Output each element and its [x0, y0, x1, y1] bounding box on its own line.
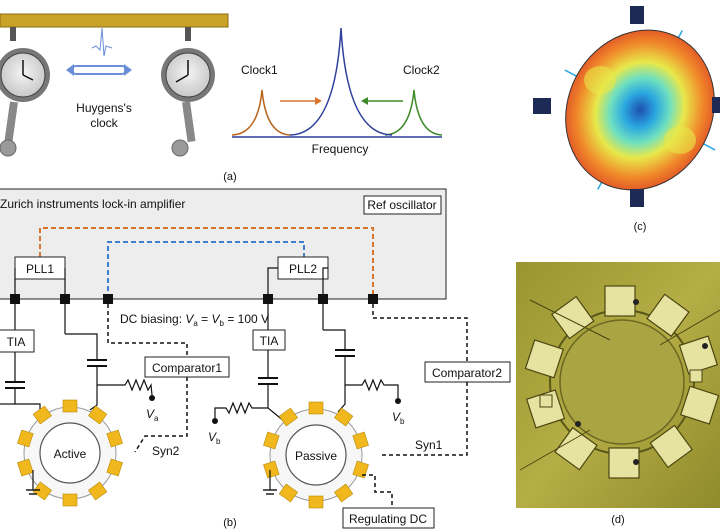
spectrum-plot: [231, 27, 443, 138]
tia-right-box: [252, 329, 286, 351]
comparator1-label: Comparator1: [152, 361, 222, 375]
port-6: [368, 294, 378, 304]
port-1: [10, 294, 20, 304]
dc-biasing-label: DC biasing: Va = Vb = 100 V: [120, 312, 269, 328]
clock1-label: Clock1: [241, 63, 278, 77]
coupling-icon: [66, 27, 132, 76]
comparator1-wire: [107, 304, 188, 357]
port-3: [103, 294, 113, 304]
instrument-title: Zurich instruments lock-in amplifier: [0, 197, 185, 211]
regulating-dc-box: [342, 507, 435, 529]
syn1-label: Syn1: [415, 438, 443, 452]
ref-oscillator-box: [363, 195, 442, 215]
regulating-dc-label: Regulating DC: [349, 512, 427, 526]
ref-line-orange: [39, 227, 374, 299]
huygens-label-2: clock: [90, 116, 118, 130]
huygens-clock-right: [161, 27, 215, 157]
resistor-vb-right: [345, 378, 399, 398]
resistor-vb-left: [214, 401, 268, 418]
vb-right-label: Vb: [392, 410, 405, 426]
ref-line-blue: [107, 241, 305, 299]
syn1-wire: [380, 382, 468, 456]
caption-c: (c): [634, 221, 647, 233]
resistor-va: [97, 378, 153, 396]
clock2-label: Clock2: [403, 63, 440, 77]
ref-oscillator-label: Ref oscillator: [367, 198, 436, 212]
caption-d: (d): [611, 514, 624, 526]
syn2-label: Syn2: [152, 444, 180, 458]
comparator2-wire: [372, 304, 468, 362]
active-label: Active: [54, 447, 87, 461]
regulating-dc-wire: [362, 474, 393, 508]
anchor-right: [712, 97, 720, 113]
panel-c: (c): [533, 6, 720, 233]
va-label: Va: [146, 407, 159, 423]
anchor-bottom: [630, 189, 644, 207]
panel-a: Huygens's clock Clock1 Clock2 Frequency …: [0, 13, 443, 183]
passive-resonator: [263, 401, 369, 509]
port-5: [318, 294, 328, 304]
pll2-label: PLL2: [289, 262, 317, 276]
tia-right-label: TIA: [260, 334, 279, 348]
huygens-label: Huygens's: [76, 101, 132, 115]
caption-b: (b): [223, 517, 236, 529]
anchor-top: [630, 6, 644, 24]
tia-left-box: [0, 329, 35, 353]
pendulum-bar: [0, 13, 229, 28]
panel-d: (d): [516, 262, 720, 526]
frequency-label: Frequency: [312, 142, 369, 156]
vb-left-label: Vb: [208, 430, 221, 446]
mode-shape: [565, 29, 715, 191]
active-resonator: [17, 399, 123, 507]
comparator2-label: Comparator2: [432, 366, 502, 380]
tia-left-label: TIA: [7, 335, 26, 349]
panel-b: Zurich instruments lock-in amplifier Ref…: [0, 188, 511, 529]
caption-a: (a): [223, 171, 236, 183]
port-4: [263, 294, 273, 304]
port-2: [60, 294, 70, 304]
pll1-label: PLL1: [26, 262, 54, 276]
passive-label: Passive: [295, 449, 337, 463]
syn2-wire: [134, 377, 188, 453]
anchor-left: [533, 98, 551, 114]
huygens-clock-left: [0, 27, 50, 157]
